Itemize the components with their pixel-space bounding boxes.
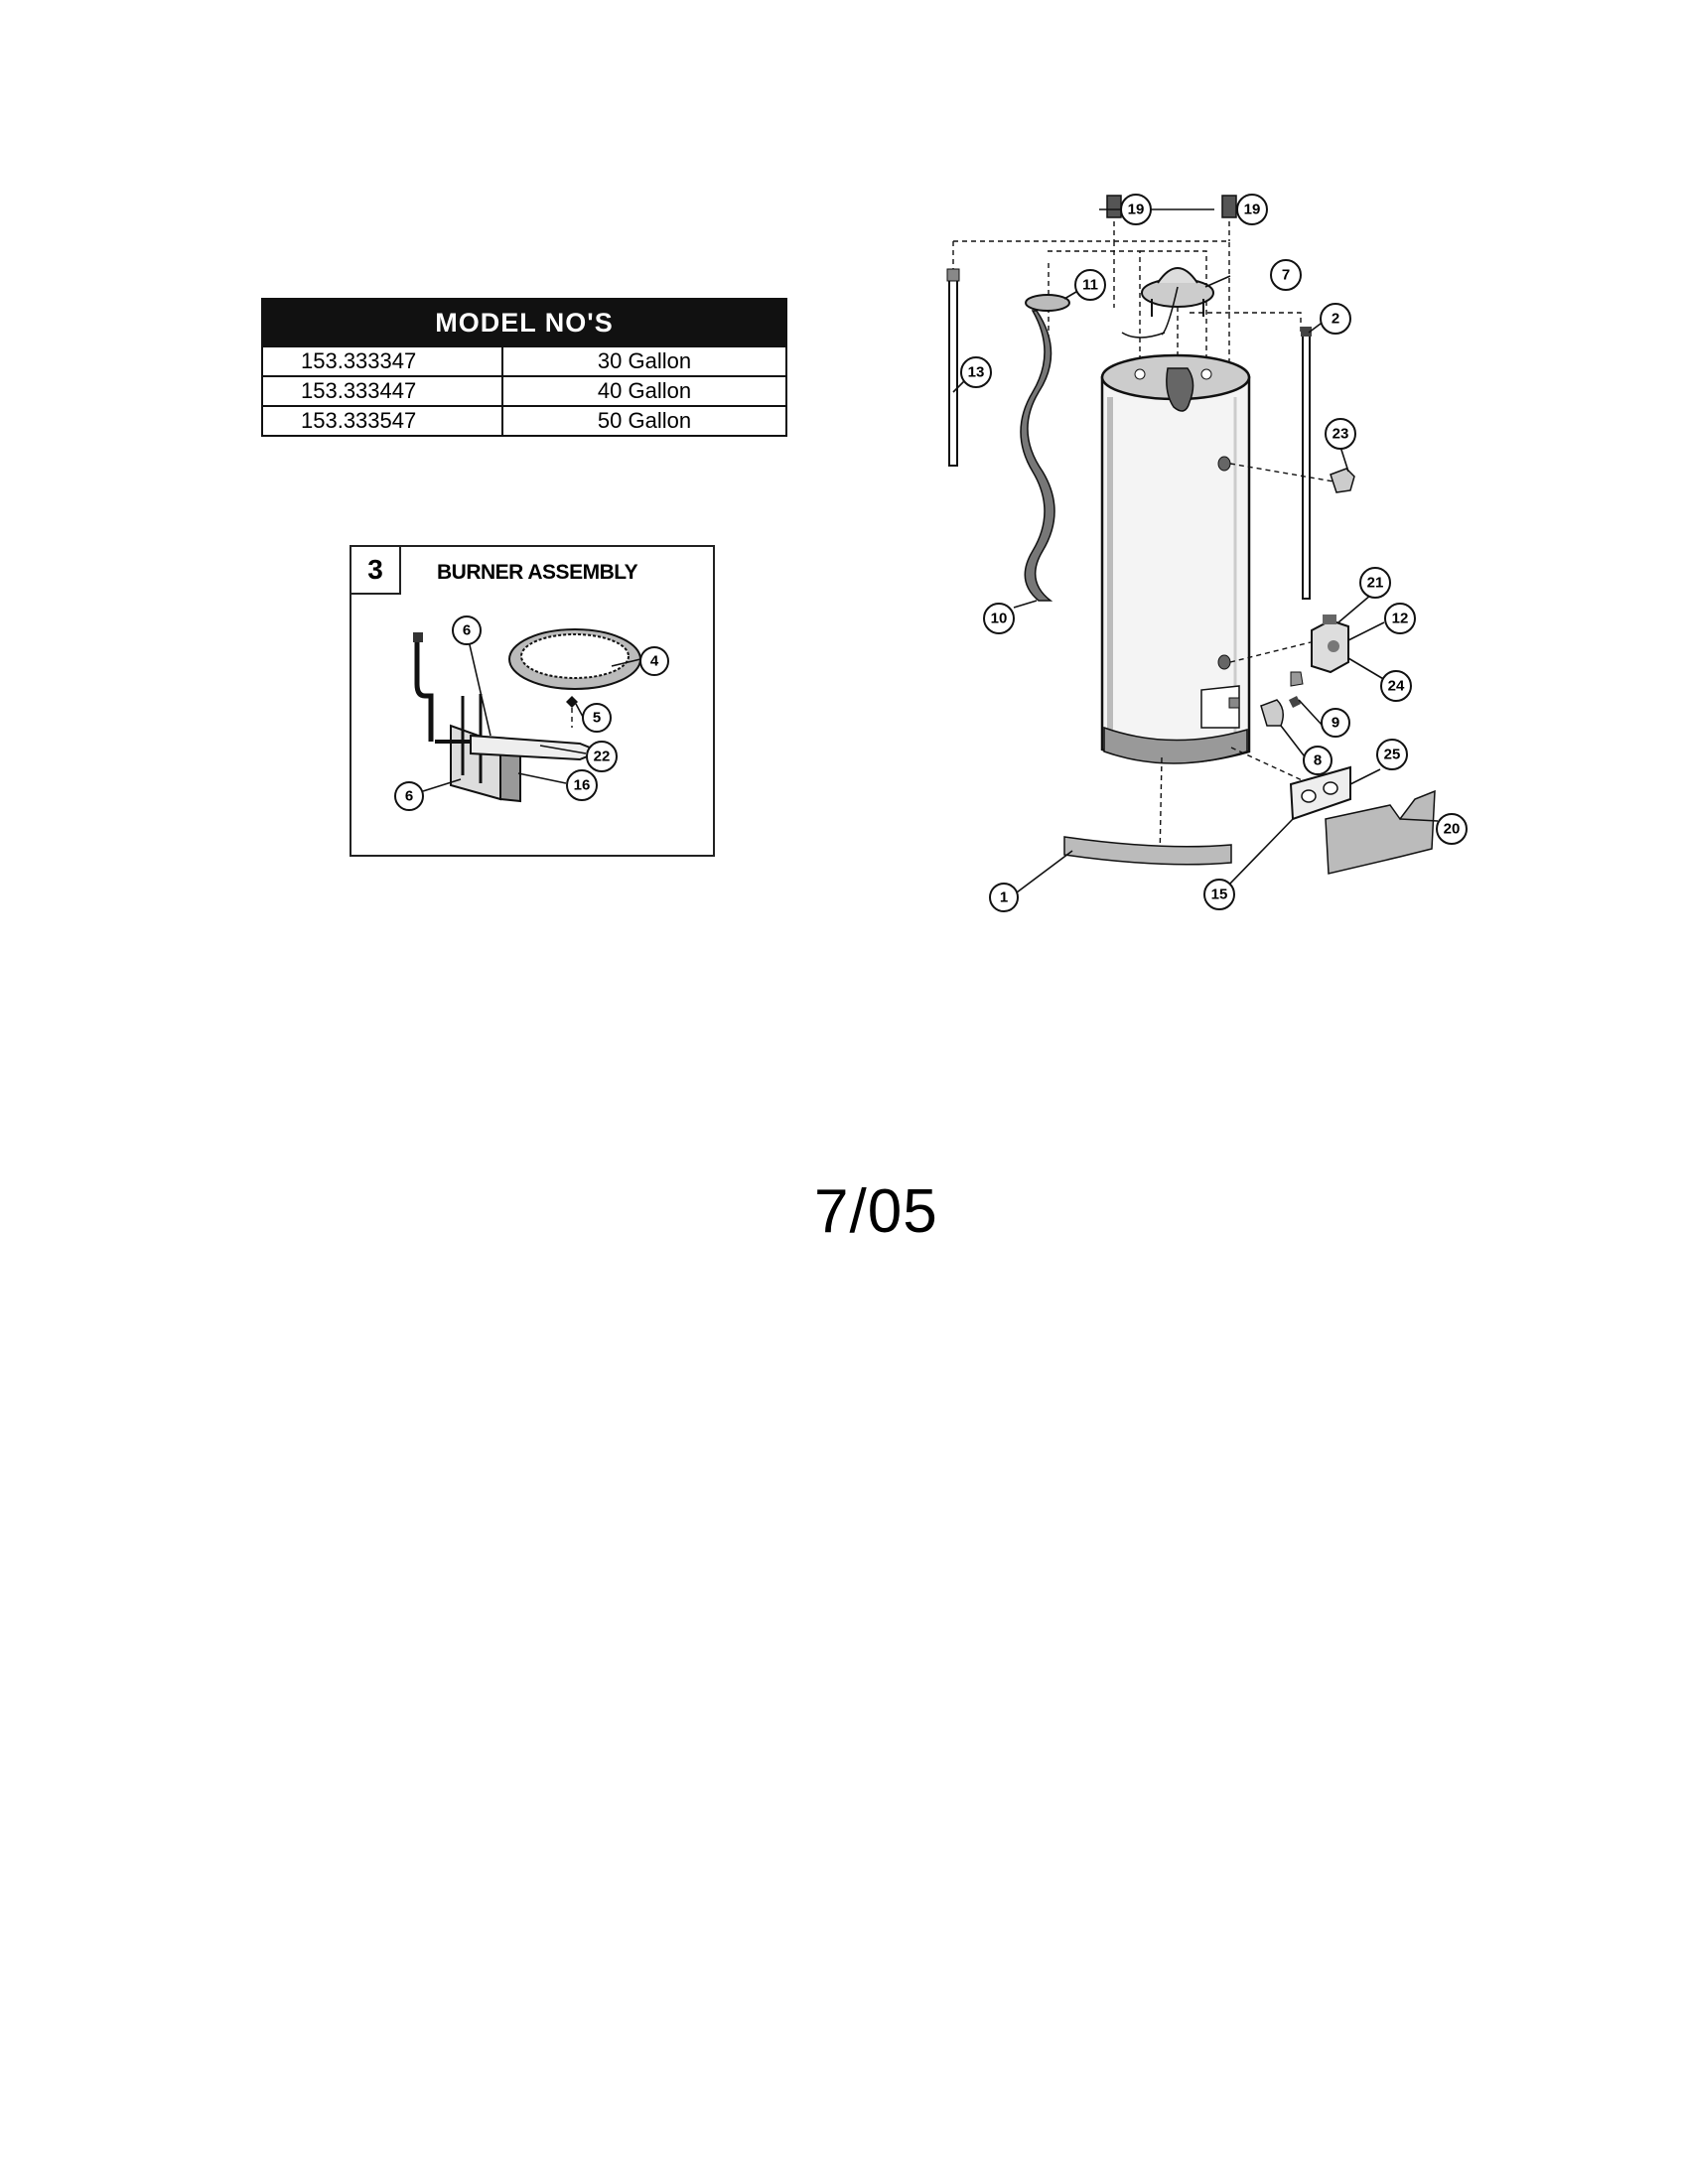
table-header-row: MODEL NO'S xyxy=(261,298,787,347)
svg-text:10: 10 xyxy=(991,611,1008,627)
callout-19-right: 19 xyxy=(1236,194,1268,225)
callout-1: 1 xyxy=(989,883,1019,912)
table-row: 153.333547 50 Gallon xyxy=(261,405,787,437)
svg-text:4: 4 xyxy=(650,653,659,670)
svg-text:15: 15 xyxy=(1211,887,1228,903)
table-row: 153.333447 40 Gallon xyxy=(261,375,787,407)
svg-text:5: 5 xyxy=(593,710,601,727)
table-header: MODEL NO'S xyxy=(261,298,787,347)
svg-text:23: 23 xyxy=(1333,426,1349,443)
svg-text:16: 16 xyxy=(574,777,591,794)
callout-11: 11 xyxy=(1074,269,1106,301)
svg-text:2: 2 xyxy=(1332,311,1339,328)
callout-19-left: 19 xyxy=(1120,194,1152,225)
svg-text:11: 11 xyxy=(1082,277,1098,294)
callout-24: 24 xyxy=(1380,670,1412,702)
callout-16: 16 xyxy=(566,769,598,801)
svg-text:19: 19 xyxy=(1244,202,1261,218)
callout-6-top: 6 xyxy=(452,615,482,645)
model-number: 153.333447 xyxy=(261,375,503,407)
capacity: 40 Gallon xyxy=(501,375,787,407)
svg-text:1: 1 xyxy=(1000,889,1008,906)
callout-15: 15 xyxy=(1203,879,1235,910)
callout-10: 10 xyxy=(983,603,1015,634)
callout-23: 23 xyxy=(1325,418,1356,450)
svg-text:13: 13 xyxy=(968,364,985,381)
svg-text:19: 19 xyxy=(1128,202,1145,218)
callout-6-bottom: 6 xyxy=(394,781,424,811)
svg-text:22: 22 xyxy=(594,749,611,765)
water-heater-exploded-diagram: 19 19 7 11 2 13 23 10 21 12 24 9 8 25 20… xyxy=(946,194,1468,912)
model-number: 153.333347 xyxy=(261,345,503,377)
revision-date: 7/05 xyxy=(814,1177,938,1246)
callout-13: 13 xyxy=(960,356,992,388)
svg-text:6: 6 xyxy=(405,788,413,805)
callout-2: 2 xyxy=(1320,303,1351,335)
svg-text:12: 12 xyxy=(1392,611,1409,627)
model-number: 153.333547 xyxy=(261,405,503,437)
callout-25: 25 xyxy=(1376,739,1408,770)
callout-22: 22 xyxy=(586,741,618,772)
callout-12: 12 xyxy=(1384,603,1416,634)
svg-text:25: 25 xyxy=(1384,747,1401,763)
svg-text:21: 21 xyxy=(1367,575,1384,592)
assembly-title: BURNER ASSEMBLY xyxy=(437,561,638,584)
callout-9: 9 xyxy=(1321,708,1350,738)
model-number-table: MODEL NO'S 153.333347 30 Gallon 153.3334… xyxy=(261,298,787,437)
burner-assembly-panel: 4 5 6 6 16 22 3 BURNER ASSEMBLY xyxy=(350,545,715,857)
svg-text:7: 7 xyxy=(1282,267,1290,284)
callout-5: 5 xyxy=(582,703,612,733)
callout-21: 21 xyxy=(1359,567,1391,599)
assembly-number: 3 xyxy=(351,547,401,595)
svg-text:9: 9 xyxy=(1332,715,1339,732)
svg-text:24: 24 xyxy=(1388,678,1405,695)
table-row: 153.333347 30 Gallon xyxy=(261,345,787,377)
callout-8: 8 xyxy=(1303,746,1333,775)
callout-20: 20 xyxy=(1436,813,1468,845)
svg-text:8: 8 xyxy=(1314,752,1322,769)
callout-4: 4 xyxy=(639,646,669,676)
svg-text:6: 6 xyxy=(463,622,471,639)
svg-text:20: 20 xyxy=(1444,821,1461,838)
capacity: 30 Gallon xyxy=(501,345,787,377)
capacity: 50 Gallon xyxy=(501,405,787,437)
burner-assembly-drawing: 4 5 6 6 16 22 xyxy=(394,615,669,811)
callout-7: 7 xyxy=(1270,259,1302,291)
